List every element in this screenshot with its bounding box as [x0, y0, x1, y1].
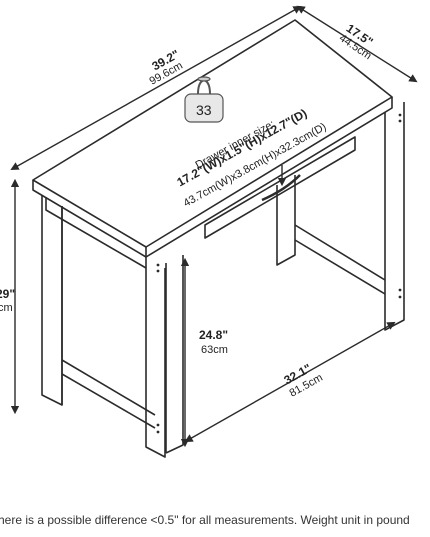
- depth-dim-line: [296, 5, 418, 83]
- left-leg: [41, 195, 63, 406]
- screw-holes: [156, 113, 402, 434]
- left-stretcher: [61, 359, 156, 429]
- apron-left: [45, 197, 147, 269]
- desk-top: [32, 19, 393, 248]
- clearance-cm-label: 63cm: [201, 344, 228, 356]
- height-cm-label: cm: [0, 302, 13, 314]
- drawer-handle: [261, 174, 301, 202]
- clearance-inch-label: 24.8": [199, 328, 229, 342]
- height-inch-label: 29": [0, 287, 16, 301]
- weight-icon: [184, 76, 224, 123]
- right-stretcher: [294, 224, 386, 295]
- back-right-leg: [276, 175, 296, 266]
- weight-value: 33: [196, 102, 212, 118]
- right-front-leg: [384, 102, 405, 331]
- measurement-note: here is a possible difference <0.5" for …: [0, 513, 410, 527]
- front-right-leg: [165, 255, 184, 454]
- desk-top-front-edge: [32, 180, 147, 258]
- desk-top-right-edge: [145, 97, 393, 258]
- front-left-leg: [145, 257, 166, 458]
- drawer-front: [204, 136, 356, 239]
- leg-span-dim-line: [184, 321, 396, 443]
- width-dim-line: [10, 5, 302, 171]
